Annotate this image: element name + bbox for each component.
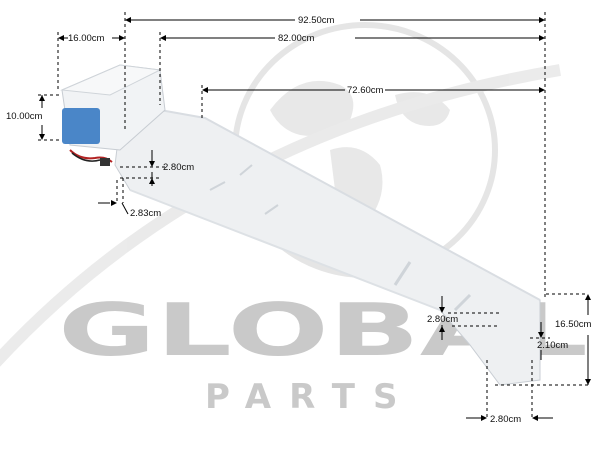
dim-step-height: 2.80cm bbox=[163, 162, 194, 173]
dim-head-width: 16.00cm bbox=[68, 33, 105, 44]
dim-total-length: 92.50cm bbox=[298, 15, 335, 26]
dim-end-notch-width: 2.80cm bbox=[490, 414, 521, 425]
dim-end-notch-height: 2.80cm bbox=[427, 314, 458, 325]
housing-head bbox=[60, 64, 166, 166]
deflector-tray bbox=[114, 109, 541, 386]
dim-end-notch-small: 2.10cm bbox=[537, 340, 568, 351]
brand-subtitle-watermark: PARTS bbox=[205, 377, 415, 417]
dim-inner-length: 72.60cm bbox=[347, 85, 384, 96]
dimension-arrows bbox=[39, 17, 591, 421]
blue-label-icon bbox=[62, 108, 100, 144]
dim-end-height: 16.50cm bbox=[555, 319, 592, 330]
dim-step-offset: 2.83cm bbox=[130, 208, 161, 219]
dim-mid-length: 82.00cm bbox=[278, 33, 315, 44]
dim-head-height: 10.00cm bbox=[6, 111, 43, 122]
